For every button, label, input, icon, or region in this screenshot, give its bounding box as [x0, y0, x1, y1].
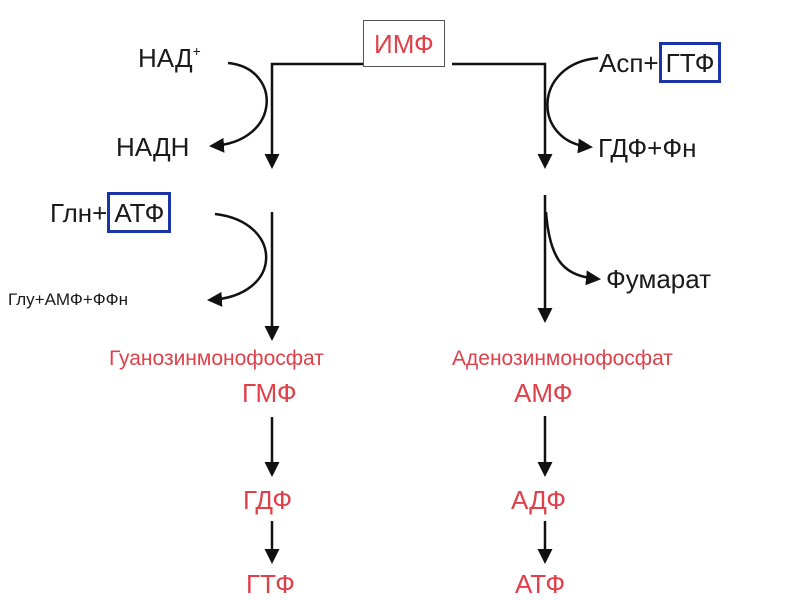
amp-label: АМФ: [514, 378, 573, 408]
adenosine-monophosphate-label: Аденозинмонофосфат: [452, 347, 673, 370]
gtp-highlight-box: ГТФ: [658, 42, 722, 83]
guanosine-monophosphate-label: Гуанозинмонофосфат: [109, 347, 324, 370]
asp-to-gdp-curve-arrow: [546, 56, 599, 154]
nad-charge-sup: +: [192, 43, 201, 59]
adp-label: АДФ: [511, 485, 567, 515]
gtp-label: ГТФ: [246, 569, 295, 599]
imp-label: ИМФ: [374, 29, 434, 59]
imp-branch-right-line: [452, 62, 553, 169]
gdp-pn-label: ГДФ+Фн: [598, 133, 697, 163]
asp-prefix: Асп+: [599, 48, 659, 78]
atp-label: АТФ: [515, 569, 566, 599]
fumarate-label: Фумарат: [606, 264, 712, 294]
glu-amp-ppn-label: Глу+АМФ+ФФн: [8, 290, 128, 309]
nad-text: НАД: [138, 43, 193, 73]
fumarate-curve-arrow: [544, 211, 601, 286]
gln-to-glu-curve-arrow: [207, 212, 268, 307]
asp-gtp-reagents: Асп+ГТФ: [599, 42, 722, 83]
nad-to-nadh-curve-arrow: [209, 61, 268, 153]
imp-box: ИМФ: [363, 20, 445, 67]
gdp-label: ГДФ: [243, 485, 293, 515]
imp-branch-left-line: [264, 62, 363, 169]
nad-plus-label: НАД+: [138, 44, 201, 71]
nadh-label: НАДН: [116, 132, 190, 162]
gmp-label: ГМФ: [242, 378, 297, 408]
gln-prefix: Глн+: [50, 198, 108, 228]
atp-highlight-box: АТФ: [107, 192, 172, 233]
gln-atp-reagents: Глн+АТФ: [50, 192, 172, 233]
